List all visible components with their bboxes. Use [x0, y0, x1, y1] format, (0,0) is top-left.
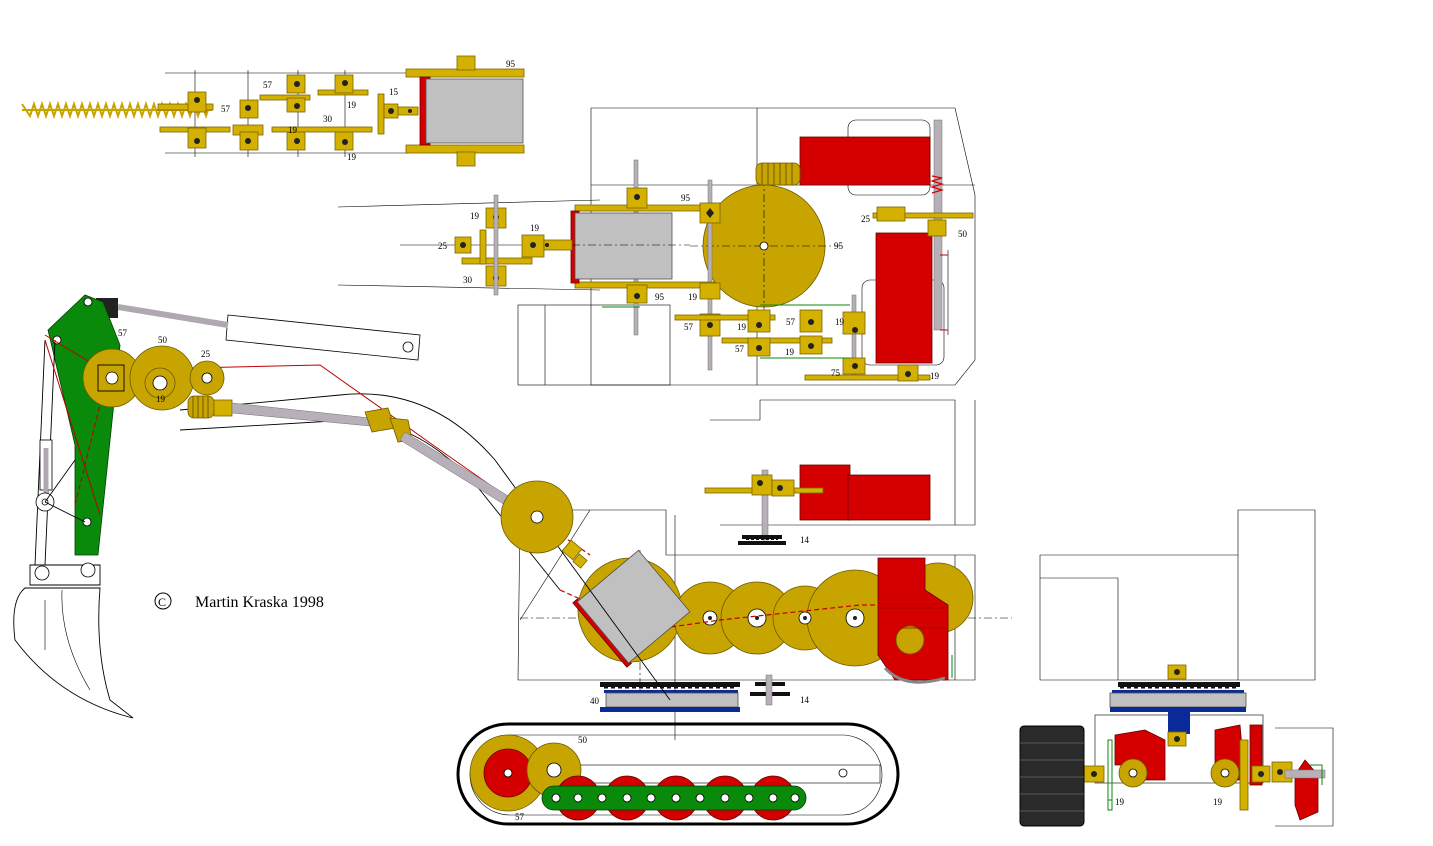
svg-text:19: 19 [347, 100, 357, 110]
svg-text:19: 19 [1213, 797, 1223, 807]
svg-text:50: 50 [158, 335, 168, 345]
top-right-plan-view [337, 107, 976, 386]
svg-text:25: 25 [861, 214, 871, 224]
top-left-labels: 95 57 57 19 19 15 30 19 [221, 59, 516, 162]
svg-text:30: 30 [323, 114, 333, 124]
svg-text:19: 19 [156, 394, 166, 404]
turntable: 40 14 [590, 674, 810, 712]
svg-text:57: 57 [221, 104, 231, 114]
svg-text:57: 57 [735, 344, 745, 354]
svg-text:57: 57 [786, 317, 796, 327]
svg-text:95: 95 [506, 59, 516, 69]
arm-labels: 57 50 25 19 [118, 328, 211, 404]
svg-text:57: 57 [263, 80, 273, 90]
front-view: 19 19 [1019, 509, 1334, 827]
pulley-14-top [738, 535, 786, 545]
turret-side-view: 14 [674, 399, 976, 740]
svg-text:40: 40 [590, 696, 600, 706]
svg-text:14: 14 [800, 535, 810, 545]
svg-text:19: 19 [785, 347, 795, 357]
svg-text:25: 25 [201, 349, 211, 359]
svg-text:19: 19 [930, 371, 940, 381]
svg-text:30: 30 [463, 275, 473, 285]
svg-text:75: 75 [831, 368, 841, 378]
svg-text:95: 95 [834, 241, 844, 251]
svg-text:19: 19 [1115, 797, 1125, 807]
boom-arm [13, 294, 671, 719]
svg-text:57: 57 [515, 812, 525, 822]
svg-text:19: 19 [530, 223, 540, 233]
svg-text:14: 14 [800, 695, 810, 705]
svg-text:19: 19 [470, 211, 480, 221]
tilted-motor [572, 549, 691, 668]
top-right-labels: 95 19 19 25 30 95 95 25 50 19 57 19 57 1… [438, 193, 968, 381]
svg-text:19: 19 [288, 125, 298, 135]
upper-body-side [517, 509, 1012, 690]
author-credit: Martin Kraska 1998 [195, 594, 324, 611]
svg-text:19: 19 [347, 152, 357, 162]
svg-text:57: 57 [118, 328, 128, 338]
svg-text:57: 57 [684, 322, 694, 332]
svg-text:15: 15 [389, 87, 399, 97]
svg-text:95: 95 [655, 292, 665, 302]
copyright-credit: C Martin Kraska 1998 [154, 592, 324, 611]
svg-text:19: 19 [835, 317, 845, 327]
svg-text:25: 25 [438, 241, 448, 251]
svg-text:50: 50 [578, 735, 588, 745]
svg-text:19: 19 [737, 322, 747, 332]
svg-text:95: 95 [681, 193, 691, 203]
copyright-symbol: C [158, 595, 166, 609]
track-unit: 50 57 [456, 722, 900, 826]
svg-text:50: 50 [958, 229, 968, 239]
top-left-gear-train [21, 55, 525, 167]
svg-text:19: 19 [688, 292, 698, 302]
